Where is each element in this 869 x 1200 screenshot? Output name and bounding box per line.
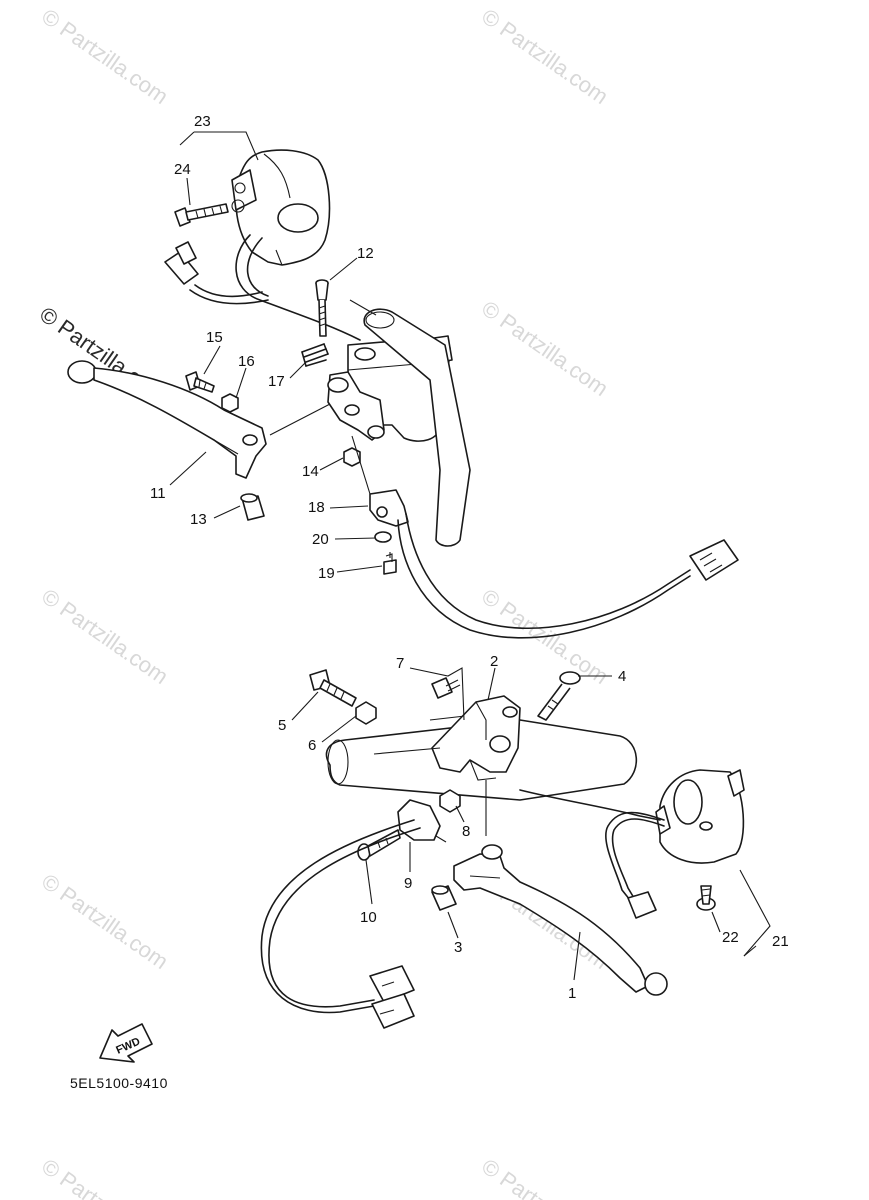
bolt-15 bbox=[185, 371, 215, 393]
watermark-2: © Partzilla.com bbox=[477, 4, 613, 110]
callout-23: 23 bbox=[194, 113, 211, 130]
spring-17 bbox=[301, 343, 329, 367]
upper-leaders bbox=[169, 131, 383, 573]
nut-6 bbox=[355, 701, 377, 725]
master-cylinder bbox=[327, 308, 471, 547]
callout-15: 15 bbox=[206, 329, 223, 346]
nut-14 bbox=[343, 447, 361, 467]
callout-22: 22 bbox=[722, 929, 739, 946]
watermark-4: © Partzilla.com bbox=[37, 584, 173, 690]
brake-switch-cable bbox=[397, 513, 739, 639]
nut-16 bbox=[221, 393, 239, 413]
brake-switch-18 bbox=[369, 489, 409, 527]
callout-19: 19 bbox=[318, 565, 335, 582]
callout-1: 1 bbox=[568, 985, 576, 1002]
collar-13 bbox=[240, 493, 265, 521]
callout-labels: 23 24 12 15 16 17 11 13 14 18 20 19 7 2 … bbox=[150, 113, 789, 1002]
upper-assembly bbox=[67, 131, 739, 639]
washer-20 bbox=[374, 531, 392, 543]
nut-8 bbox=[439, 789, 461, 813]
screw-22 bbox=[696, 885, 716, 911]
watermark-3: © Partzilla.com bbox=[477, 296, 613, 402]
clutch-lever-1 bbox=[453, 844, 668, 996]
clutch-switch-9 bbox=[397, 799, 447, 843]
bolt-4 bbox=[537, 671, 581, 721]
clutch-bracket-2 bbox=[431, 695, 521, 781]
callout-11: 11 bbox=[150, 485, 166, 502]
callout-3: 3 bbox=[454, 939, 462, 956]
callout-4: 4 bbox=[618, 668, 626, 685]
brake-lever-11 bbox=[67, 360, 267, 479]
screw-19 bbox=[383, 552, 397, 575]
callout-16: 16 bbox=[238, 353, 255, 370]
callout-7: 7 bbox=[396, 655, 404, 672]
switch-wiring bbox=[164, 234, 361, 341]
callout-2: 2 bbox=[490, 653, 498, 670]
right-switch-wiring bbox=[519, 789, 665, 919]
callout-14: 14 bbox=[302, 463, 319, 480]
callout-10: 10 bbox=[360, 909, 377, 926]
lower-assembly: FWD bbox=[99, 667, 771, 1063]
bolt-7 bbox=[431, 677, 461, 699]
callout-21: 21 bbox=[772, 933, 789, 950]
callout-20: 20 bbox=[312, 531, 329, 548]
clutch-switch-cable bbox=[260, 819, 421, 1029]
screw-10 bbox=[357, 829, 401, 861]
watermark-9: © Partzilla.com bbox=[477, 1154, 613, 1200]
lower-leaders bbox=[291, 667, 771, 981]
callout-12: 12 bbox=[357, 245, 374, 262]
watermark-1: © Partzilla.com bbox=[37, 4, 173, 110]
callout-24: 24 bbox=[174, 161, 191, 178]
watermark-6: © Partzilla.com bbox=[37, 869, 173, 975]
bolt-5 bbox=[309, 669, 357, 707]
collar-3 bbox=[431, 885, 457, 911]
callout-13: 13 bbox=[190, 511, 207, 528]
right-handlebar-switch bbox=[655, 769, 745, 864]
watermark-8: © Partzilla.com bbox=[37, 1154, 173, 1200]
callout-5: 5 bbox=[278, 717, 286, 734]
callout-6: 6 bbox=[308, 737, 316, 754]
callout-9: 9 bbox=[404, 875, 412, 892]
diagram-code: 5EL5100-9410 bbox=[70, 1075, 168, 1091]
callout-18: 18 bbox=[308, 499, 325, 516]
callout-8: 8 bbox=[462, 823, 470, 840]
fwd-arrow-icon: FWD bbox=[99, 1023, 153, 1063]
bolt-12 bbox=[315, 279, 329, 337]
screw-24 bbox=[174, 203, 229, 227]
callout-17: 17 bbox=[268, 373, 285, 390]
left-handlebar-switch bbox=[231, 149, 331, 266]
